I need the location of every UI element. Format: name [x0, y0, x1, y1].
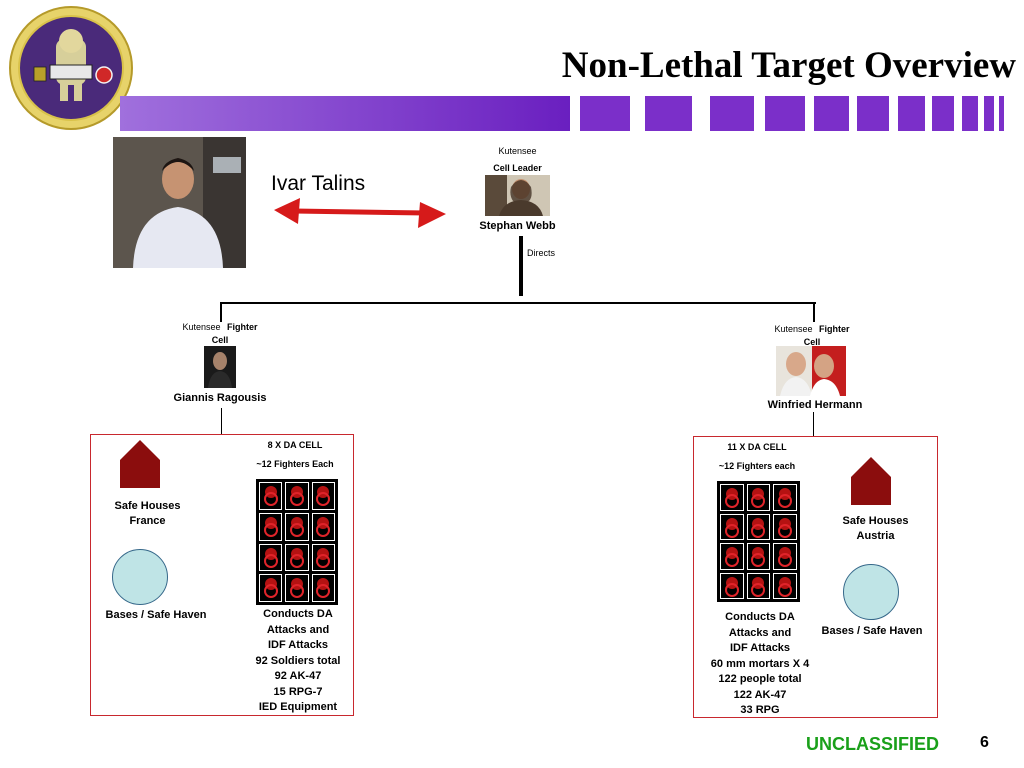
left-house-icon — [120, 460, 160, 488]
right-fighters: ~12 Fighters each — [718, 461, 796, 471]
fighter-icon — [773, 513, 797, 540]
directs-connector — [519, 236, 523, 296]
fighter-icon — [773, 484, 797, 511]
left-fighters: ~12 Fighters Each — [256, 459, 334, 469]
left-cell-org-line: Kutensee Fighter — [160, 322, 280, 332]
ivar-talins-label: Ivar Talins — [271, 172, 366, 195]
left-detail-line: 15 RPG-7 — [273, 685, 323, 698]
giannis-ragousis-photo — [204, 346, 236, 388]
left-detail-line: 92 AK-47 — [274, 670, 322, 682]
right-detail-line: 33 RPG — [740, 704, 780, 716]
fighter-icon — [285, 543, 309, 572]
right-cell-role-a: Fighter — [819, 324, 850, 334]
right-fighter-grid — [717, 481, 800, 602]
left-detail-line: Attacks and — [266, 623, 330, 636]
left-detail-line: IDF Attacks — [267, 639, 329, 651]
fighter-icon — [311, 482, 335, 510]
right-cell-org: Kutensee — [774, 324, 813, 334]
title-banner — [120, 96, 1004, 131]
fighter-icon — [285, 512, 309, 541]
slide-title: Non-Lethal Target Overview — [561, 45, 1016, 86]
fighter-icon — [311, 543, 335, 572]
right-cell-connector — [813, 412, 814, 436]
fighter-icon — [259, 482, 283, 510]
fighter-icon — [720, 484, 744, 511]
fighter-icon — [311, 512, 335, 541]
right-bases: Bases / Safe Haven — [821, 625, 923, 637]
right-detail-line: 122 people total — [718, 673, 802, 685]
org-horizontal-line — [220, 302, 816, 304]
left-cell-box — [90, 434, 354, 716]
fighter-icon — [746, 513, 771, 540]
left-safe-houses-country: France — [129, 515, 166, 527]
right-cell-count: 11 X DA CELL — [727, 442, 787, 452]
fighter-icon — [720, 513, 744, 540]
left-safe-houses: Safe Houses — [114, 500, 181, 512]
fighter-icon — [259, 543, 283, 572]
left-bases: Bases / Safe Haven — [105, 609, 207, 621]
fighter-icon — [773, 572, 797, 599]
classification-label: UNCLASSIFIED — [806, 734, 940, 754]
unit-seal-logo — [9, 6, 133, 130]
right-house-roof-icon — [851, 457, 891, 477]
right-cell-role-b: Cell — [803, 337, 821, 347]
ivar-talins-photo — [113, 137, 246, 268]
lion-emblem-icon — [33, 29, 113, 101]
right-detail-line: Conducts DA — [725, 611, 795, 623]
left-detail-line: 92 Soldiers total — [255, 654, 341, 667]
left-cell-connector — [221, 408, 222, 434]
fighter-icon — [720, 572, 744, 599]
left-detail-line: IED Equipment — [258, 701, 338, 713]
left-details: Conducts DA Attacks and IDF Attacks 92 S… — [238, 607, 358, 716]
fighter-icon — [746, 484, 771, 511]
stephan-webb-photo — [485, 175, 550, 216]
right-base-circle-icon — [843, 564, 899, 620]
fighter-icon — [746, 572, 771, 599]
fighter-icon — [746, 543, 771, 570]
right-safe-houses: Safe Houses — [842, 515, 909, 527]
page-number: 6 — [980, 734, 989, 751]
left-cell-count: 8 X DA CELL — [267, 440, 323, 450]
right-safe-houses-country: Austria — [856, 530, 895, 542]
org-right-drop — [813, 302, 815, 322]
right-detail-line: Attacks and — [728, 626, 792, 639]
right-cell-box — [693, 436, 938, 718]
left-cell-leader: Giannis Ragousis — [173, 392, 267, 404]
fighter-icon — [259, 574, 283, 602]
leader-name: Stephan Webb — [479, 220, 556, 232]
winfried-hermann-photo — [776, 346, 846, 396]
right-details: Conducts DA Attacks and IDF Attacks 60 m… — [696, 610, 824, 719]
left-detail-line: Conducts DA — [263, 608, 333, 620]
left-base-circle-icon — [112, 549, 168, 605]
left-cell-role-a: Fighter — [227, 322, 258, 332]
right-cell-org-line: Kutensee Fighter — [752, 324, 872, 334]
left-cell-role-b: Cell — [211, 335, 229, 345]
right-detail-line: 60 mm mortars X 4 — [710, 657, 810, 670]
right-house-icon — [851, 477, 891, 505]
left-house-roof-icon — [120, 440, 160, 460]
fighter-icon — [720, 543, 744, 570]
fighter-icon — [773, 543, 797, 570]
right-detail-line: 122 AK-47 — [733, 688, 787, 701]
left-cell-org: Kutensee — [182, 322, 221, 332]
left-fighter-grid — [256, 479, 338, 605]
org-left-drop — [220, 302, 222, 322]
relationship-arrow-icon — [274, 198, 446, 228]
seal-emblem — [18, 15, 124, 121]
fighter-icon — [311, 574, 335, 602]
leader-org: Kutensee — [498, 146, 537, 156]
fighter-icon — [285, 574, 309, 602]
right-cell-leader: Winfried Hermann — [767, 399, 863, 411]
directs-label: Directs — [527, 248, 556, 258]
right-detail-line: IDF Attacks — [729, 642, 791, 654]
leader-role: Cell Leader — [493, 163, 542, 173]
fighter-icon — [259, 512, 283, 541]
fighter-icon — [285, 482, 309, 510]
